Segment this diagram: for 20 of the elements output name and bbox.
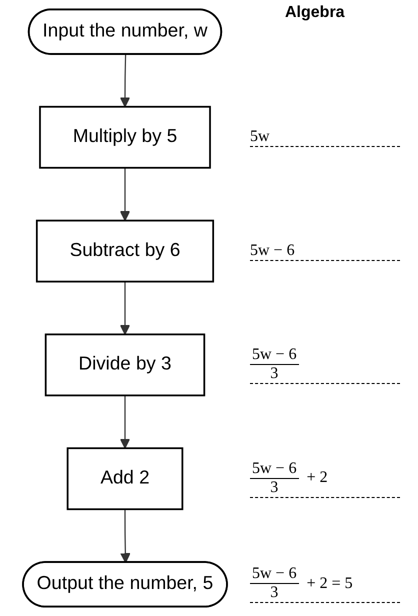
expression-text: 3 (270, 364, 278, 383)
node-box: Divide by 3 (44, 334, 206, 396)
arrow (120, 282, 130, 335)
node-box: Multiply by 5 (39, 106, 211, 169)
node-box: Subtract by 6 (36, 220, 214, 282)
arrow (120, 395, 130, 449)
expression-text: 5w − 6 (250, 565, 299, 584)
expression-text: 5w (250, 128, 270, 146)
expression-text: + 2 = 5 (306, 574, 353, 593)
expression-text: 5w − 6 (250, 460, 299, 479)
arrow (120, 54, 130, 108)
expression-text: 3 (270, 478, 278, 497)
expression-text: 5w − 6 (250, 346, 299, 365)
node-box: Add 2 (66, 447, 184, 510)
diagram-title: Algebra (285, 4, 345, 22)
expression-text: 5w − 6 (250, 242, 295, 260)
arrow (120, 168, 130, 222)
arrow (120, 509, 131, 564)
expression-text: 3 (270, 584, 278, 602)
expression-text: + 2 (306, 469, 328, 488)
